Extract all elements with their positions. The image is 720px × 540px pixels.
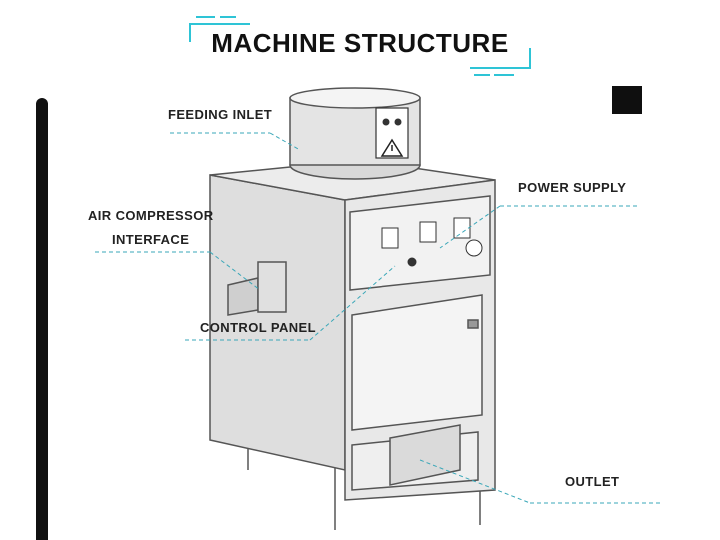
outlet-chute	[389, 424, 461, 486]
meter-2	[419, 221, 437, 243]
corner-logo	[612, 86, 642, 114]
diagram-title: MACHINE STRUCTURE	[211, 28, 509, 58]
label-air-compressor-line2: INTERFACE	[112, 232, 190, 247]
control-meters	[381, 217, 483, 267]
middle-door	[351, 294, 483, 431]
air-interface-box	[227, 277, 259, 316]
meter-1	[381, 227, 399, 249]
title-frame	[189, 16, 531, 76]
left-decoration-bar	[36, 98, 48, 540]
air-interface-plate	[257, 261, 287, 313]
door-handle	[467, 319, 479, 329]
label-feeding-inlet: FEEDING INLET	[168, 107, 273, 122]
leader-outlet	[419, 459, 531, 504]
warning-icon	[375, 107, 409, 159]
label-air-compressor-line1: AIR COMPRESSOR	[88, 208, 214, 223]
label-control-panel: CONTROL PANEL	[200, 320, 316, 335]
power-gauge-icon	[465, 239, 483, 257]
machine	[209, 87, 496, 530]
hopper-rim	[289, 87, 421, 109]
meter-3	[453, 217, 471, 239]
leader-lines	[95, 132, 660, 504]
label-outlet: OUTLET	[565, 474, 620, 489]
control-knob	[407, 257, 417, 267]
label-power-supply: POWER SUPPLY	[518, 180, 627, 195]
